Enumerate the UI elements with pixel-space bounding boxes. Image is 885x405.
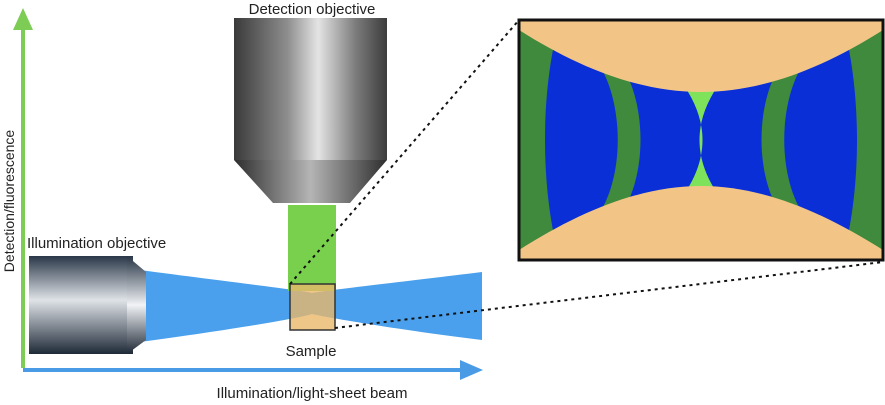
sample-box [289,283,336,331]
x-axis-label: Illumination/light-sheet beam [217,385,408,402]
illumination-objective-icon [29,256,146,354]
illumination-axis-arrowhead [460,360,483,380]
y-axis-label: Detection/fluorescence [1,130,17,273]
inset-zoom-panel [517,18,885,262]
illumination-objective-label: Illumination objective [27,235,166,252]
zoom-lines [289,19,884,329]
detection-objective-label: Detection objective [249,1,376,18]
illumination-axis [23,360,483,380]
detection-axis [13,8,33,368]
sample-label: Sample [286,343,337,360]
detection-objective-icon [234,18,387,203]
detection-axis-arrowhead [13,8,33,30]
